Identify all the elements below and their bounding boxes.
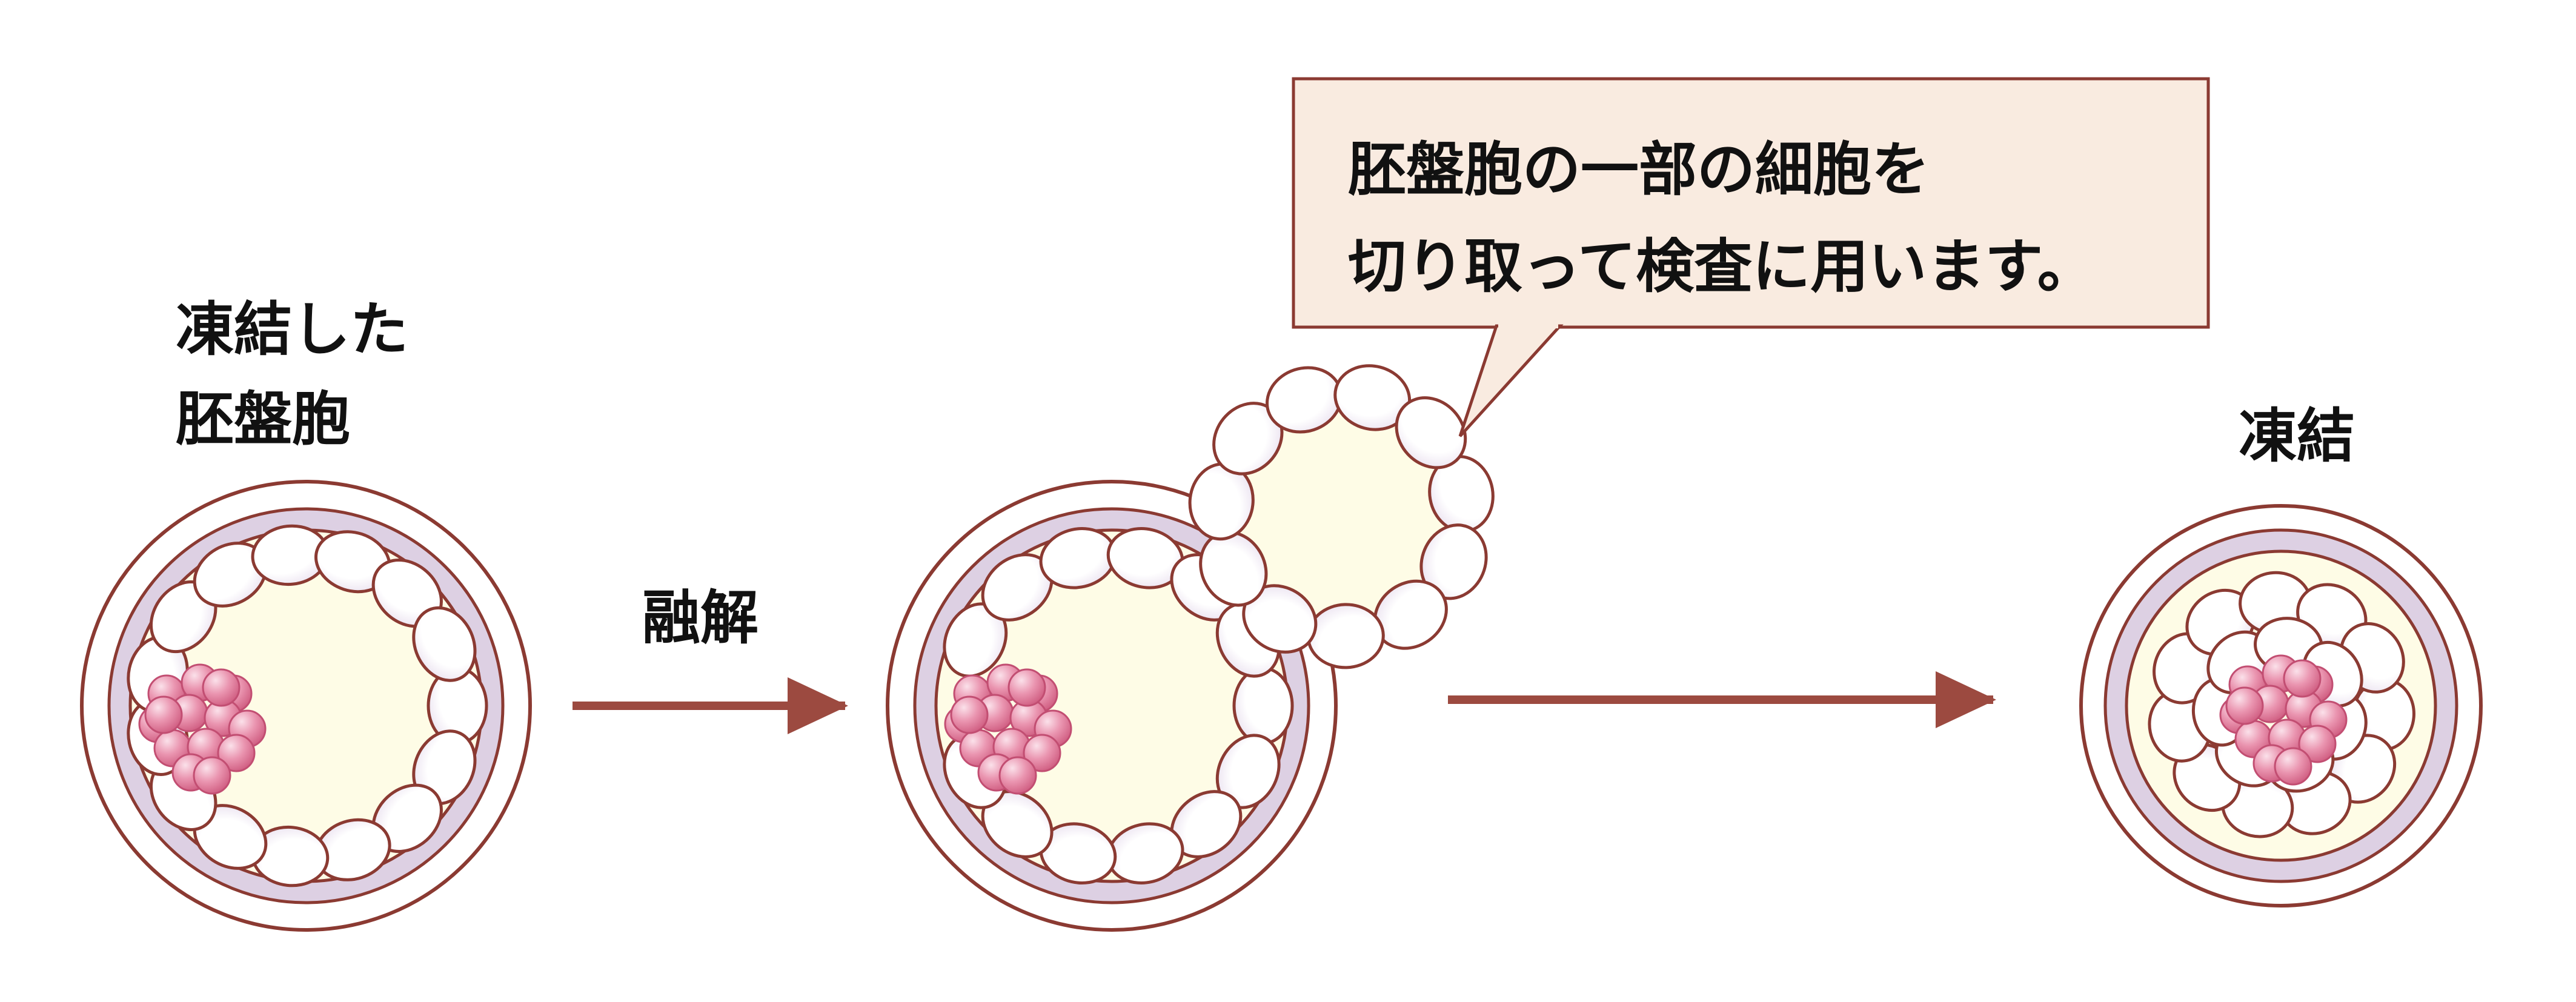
cell xyxy=(1395,396,1467,469)
inner-cell-mass xyxy=(2219,654,2348,786)
callout-text: 胚盤胞の一部の細胞を 切り取って検査に用います。 xyxy=(1348,121,2096,315)
cell xyxy=(1232,666,1294,745)
freeze-arrow-head xyxy=(1936,671,1996,728)
callout-pointer xyxy=(1458,324,1564,437)
refrozen-blastocyst xyxy=(2079,504,2483,907)
freeze-label: 凍結 xyxy=(2239,402,2355,470)
frozen-blastocyst-label: 凍結した 胚盤胞 xyxy=(176,285,408,464)
icm-cell xyxy=(144,695,183,734)
frozen-label-line1: 凍結した xyxy=(176,296,408,363)
icm-cell xyxy=(1007,668,1046,707)
frozen-blastocyst xyxy=(80,480,532,932)
thaw-arrow-head xyxy=(788,677,848,734)
thaw-label: 融解 xyxy=(642,584,759,652)
hatching-cells xyxy=(1188,364,1495,669)
icm-cell xyxy=(950,695,989,734)
inner-cell-mass xyxy=(944,663,1072,795)
callout-line2: 切り取って検査に用います。 xyxy=(1348,233,2096,300)
icm-cell xyxy=(202,668,241,707)
icm-cell xyxy=(217,734,256,772)
callout-line1: 胚盤胞の一部の細胞を xyxy=(1348,136,1930,204)
cell xyxy=(1306,603,1385,669)
hatching-blastocyst xyxy=(886,364,1495,932)
cell xyxy=(412,606,477,682)
callout xyxy=(1292,77,2210,437)
icm-cell xyxy=(2225,686,2264,725)
frozen-label-line2: 胚盤胞 xyxy=(176,385,350,453)
icm-cell xyxy=(1023,734,1061,772)
icm-cell xyxy=(2274,747,2312,786)
trophectoderm-cells xyxy=(943,527,1294,884)
icm-cell xyxy=(2298,725,2337,763)
inner-cell-mass xyxy=(138,663,267,795)
icm-cell xyxy=(2283,659,2322,698)
callout-box xyxy=(1292,77,2210,329)
icm-cell xyxy=(998,756,1037,795)
icm-cell xyxy=(193,756,231,795)
